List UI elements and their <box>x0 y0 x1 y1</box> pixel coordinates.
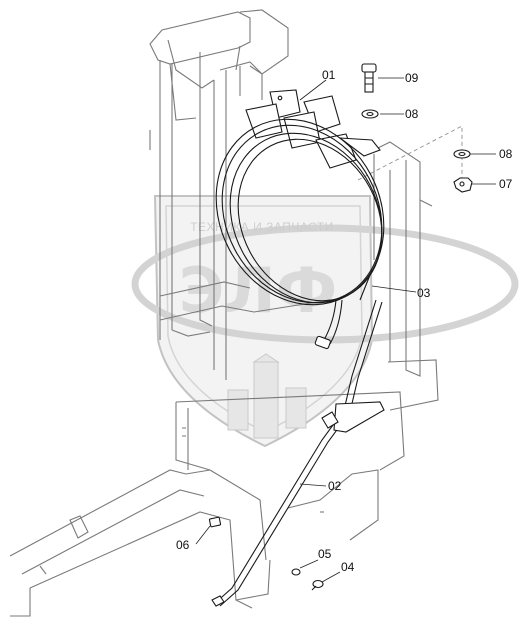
hose-coil-03 <box>215 118 385 350</box>
clip-06 <box>208 516 222 528</box>
callout-02: 02 <box>328 479 342 493</box>
tube-02 <box>211 299 385 607</box>
washer-05 <box>291 568 301 576</box>
screw-04 <box>311 579 324 591</box>
callout-08-upper: 08 <box>405 107 419 121</box>
nut-07 <box>453 177 473 193</box>
watermark-shield-icon <box>153 195 374 448</box>
callout-04: 04 <box>341 560 355 574</box>
leader-lines <box>195 77 496 583</box>
callout-01: 01 <box>322 68 336 82</box>
alignment-line <box>357 125 463 181</box>
callout-03: 03 <box>417 286 431 300</box>
watermark-logo-letters: ЭЛФ <box>179 254 337 327</box>
callout-05: 05 <box>318 547 332 561</box>
callout-06: 06 <box>176 538 190 552</box>
watermark: ТЕХНИКА И ЗАПЧАСТИ ЭЛФ <box>131 195 519 448</box>
washer-08-right <box>453 149 471 159</box>
watermark-caption: ТЕХНИКА И ЗАПЧАСТИ <box>190 220 334 234</box>
frame-outline <box>9 9 439 617</box>
callout-labels: 01 09 08 08 07 03 02 06 05 04 <box>176 68 513 574</box>
callout-09: 09 <box>405 71 419 85</box>
callout-08-right: 08 <box>499 147 513 161</box>
callout-07: 07 <box>499 177 513 191</box>
washer-08-upper <box>361 109 379 119</box>
bolt-09 <box>361 63 377 93</box>
